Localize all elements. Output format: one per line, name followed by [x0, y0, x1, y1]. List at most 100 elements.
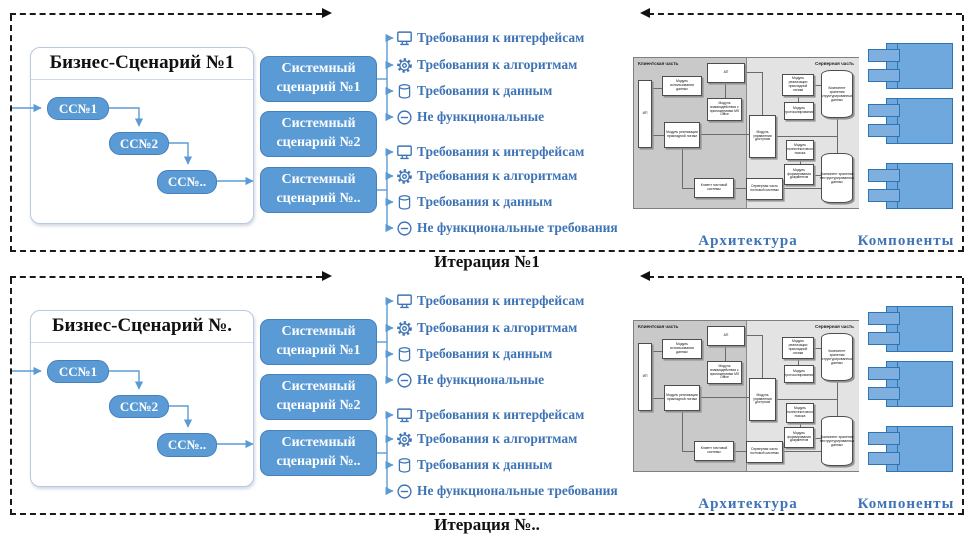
requirement-nonfunctional-2: Не функциональные требования — [396, 218, 618, 238]
gear-icon — [397, 320, 412, 336]
requirement-nonfunctional: Не функциональные — [396, 107, 544, 127]
arch-database-unstructured: Компонент хранения неструктурированных д… — [820, 153, 854, 203]
server-part-label: Серверная часть — [815, 324, 854, 329]
iteration-0-block: Бизнес-Сценарий №1 СС№1 СС№2 СС№.. Систе… — [0, 0, 974, 271]
iteration-1-block: Бизнес-Сценарий №. СС№1 СС№2 СС№.. Систе… — [0, 263, 974, 534]
arch-box-office-module: Модуль взаимодействия с приложениями MS … — [707, 361, 742, 384]
arch-box-office-module: Модуль взаимодействия с приложениями MS … — [707, 98, 742, 121]
arch-database-structured: Компонент хранения структурированных дан… — [821, 333, 853, 381]
arch-database-structured: Компонент хранения структурированных дан… — [821, 70, 853, 118]
requirement-data-2: Требования к данным — [396, 455, 552, 475]
requirement-algorithms: Требования к алгоритмам — [396, 55, 577, 75]
system-scenario-n-box: Системный сценарий №.. — [260, 430, 377, 476]
component-tab — [868, 452, 900, 465]
minus-circle-icon — [397, 483, 412, 499]
requirement-algorithms: Требования к алгоритмам — [396, 318, 577, 338]
arch-box-search-module: Модуль полнотекстового поиска — [786, 403, 814, 423]
use-case-node-n: СС№.. — [157, 170, 217, 194]
client-part-label: Клиентская часть — [638, 324, 679, 329]
gear-icon — [397, 168, 412, 184]
database-icon — [398, 457, 411, 473]
left-arrowhead-icon — [640, 271, 650, 281]
top-right-dashed-line — [648, 13, 962, 15]
arch-box-mail-server: Серверная часть почтовой системы — [746, 441, 783, 463]
components-label: Компоненты — [857, 233, 955, 249]
requirement-algorithms-2: Требования к алгоритмам — [396, 166, 577, 186]
left-arrowhead-icon — [640, 8, 650, 18]
component-shape-3 — [868, 163, 953, 209]
arch-box-search-module: Модуль полнотекстового поиска — [786, 140, 814, 160]
server-part-label: Серверная часть — [815, 61, 854, 66]
arch-box-protocol-module: Модуль протоколирования — [784, 102, 814, 120]
requirement-interfaces-2: Требования к интерфейсам — [396, 405, 584, 425]
monitor-icon — [397, 144, 412, 159]
minus-circle-icon — [397, 220, 412, 236]
system-scenario-1-box: Системный сценарий №1 — [260, 319, 377, 365]
requirement-data: Требования к данным — [396, 344, 552, 364]
gear-icon — [397, 57, 412, 73]
requirement-algorithms-2: Требования к алгоритмам — [396, 429, 577, 449]
database-icon — [398, 194, 411, 210]
use-case-node-1: СС№1 — [47, 360, 109, 383]
title-separator — [31, 342, 253, 343]
arch-box-data-module: Модуль использования данных — [662, 339, 702, 359]
arch-box-docs-module: Модуль формирования документов — [784, 427, 814, 448]
arch-box-mail-server: Серверная часть почтовой системы — [746, 178, 783, 200]
system-scenario-2-box: Системный сценарий №2 — [260, 374, 377, 420]
client-part-label: Клиентская часть — [638, 61, 679, 66]
right-arrowhead-icon — [322, 8, 332, 18]
component-shape-2 — [868, 98, 953, 144]
top-right-dashed-line — [648, 276, 962, 278]
arch-box-ip: ИП — [638, 343, 652, 411]
system-scenario-1-box: Системный сценарий №1 — [260, 56, 377, 102]
component-shape-1 — [868, 43, 953, 89]
monitor-icon — [397, 293, 412, 308]
title-separator — [31, 79, 253, 80]
component-tab — [868, 124, 900, 137]
system-scenario-n-box: Системный сценарий №.. — [260, 167, 377, 213]
arch-box-docs-module: Модуль формирования документов — [784, 164, 814, 185]
monitor-icon — [397, 30, 412, 45]
component-shape-2 — [868, 361, 953, 407]
arch-database-unstructured: Компонент хранения неструктурированных д… — [820, 416, 854, 466]
arch-box-logic-client: Модуль реализации прикладной логики — [664, 385, 700, 411]
components-label: Компоненты — [857, 496, 955, 512]
requirement-data-2: Требования к данным — [396, 192, 552, 212]
top-left-dashed-line — [10, 13, 322, 15]
arch-box-logic-client: Модуль реализации прикладной логики — [664, 122, 700, 148]
requirement-interfaces-2: Требования к интерфейсам — [396, 142, 584, 162]
arch-box-protocol-module: Модуль протоколирования — [784, 365, 814, 383]
arch-box-access-module: Модуль управления доступом — [749, 115, 776, 158]
system-scenario-2-box: Системный сценарий №2 — [260, 111, 377, 157]
component-tab — [868, 189, 900, 202]
top-left-dashed-line — [10, 276, 322, 278]
use-case-node-2: СС№2 — [109, 132, 169, 155]
requirement-nonfunctional: Не функциональные — [396, 370, 544, 390]
arch-box-logic-server: Модуль реализации прикладной логики — [782, 337, 814, 359]
requirement-nonfunctional-2: Не функциональные требования — [396, 481, 618, 501]
business-scenario-title: Бизнес-Сценарий №. — [51, 315, 233, 336]
component-tab — [868, 432, 900, 445]
requirement-data: Требования к данным — [396, 81, 552, 101]
gear-icon — [397, 431, 412, 447]
right-arrowhead-icon — [322, 271, 332, 281]
architecture-label: Архитектура — [698, 496, 798, 512]
component-tab — [868, 49, 900, 62]
component-tab — [868, 332, 900, 345]
use-case-node-2: СС№2 — [109, 395, 169, 418]
arch-box-access-module: Модуль управления доступом — [749, 378, 776, 421]
minus-circle-icon — [397, 109, 412, 125]
iteration-0-dashed-region: Бизнес-Сценарий №1 СС№1 СС№2 СС№.. Систе… — [10, 8, 964, 252]
component-tab — [868, 387, 900, 400]
component-tab — [868, 367, 900, 380]
component-shape-3 — [868, 426, 953, 472]
iteration-0-label: Итерация №1 — [434, 252, 540, 271]
iteration-1-dashed-region: Бизнес-Сценарий №. СС№1 СС№2 СС№.. Систе… — [10, 271, 964, 515]
component-tab — [868, 312, 900, 325]
arch-box-mail-client: Клиент почтовой системы — [694, 178, 734, 198]
database-icon — [398, 83, 411, 99]
component-shape-1 — [868, 306, 953, 352]
business-scenario-box: Бизнес-Сценарий №1 — [30, 47, 254, 224]
requirement-interfaces: Требования к интерфейсам — [396, 28, 584, 48]
